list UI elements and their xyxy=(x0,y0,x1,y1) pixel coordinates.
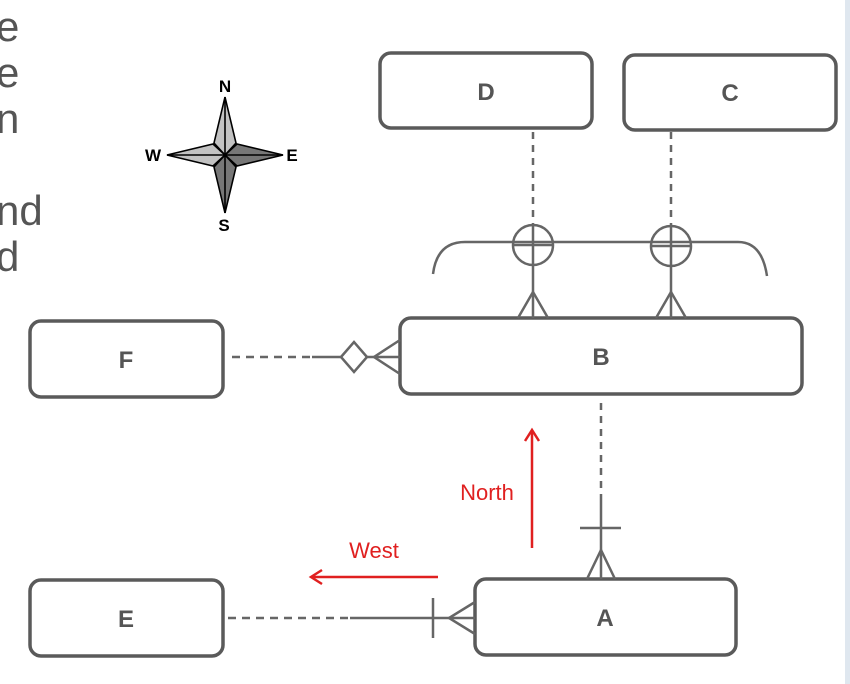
side-text-line: n xyxy=(0,95,20,142)
entity-c[interactable]: C xyxy=(622,53,838,132)
entity-f[interactable]: F xyxy=(28,319,225,399)
side-text-line: e xyxy=(0,49,20,96)
compass-rose: N S W E xyxy=(145,77,298,235)
relationship-f-b xyxy=(232,338,401,376)
relationship-c-b xyxy=(649,132,693,319)
side-text-line: e xyxy=(0,3,20,50)
west-annotation: West xyxy=(308,538,438,586)
compass-star-icon xyxy=(166,96,284,214)
entity-a[interactable]: A xyxy=(473,577,738,657)
entity-d[interactable]: D xyxy=(378,51,594,130)
clipped-side-text: e e n nd d xyxy=(0,4,43,280)
north-label: North xyxy=(460,480,514,505)
north-annotation: North xyxy=(460,427,541,548)
relationship-b-a xyxy=(580,403,621,580)
entity-f-label: F xyxy=(119,347,134,374)
entity-b[interactable]: B xyxy=(398,316,804,396)
side-text-line: d xyxy=(0,233,20,280)
entity-a-label: A xyxy=(596,605,613,632)
entity-e-label: E xyxy=(118,606,134,633)
relationship-d-b xyxy=(511,132,555,319)
north-arrow-icon xyxy=(523,427,541,548)
west-arrow-icon xyxy=(308,568,438,586)
west-label: West xyxy=(349,538,399,563)
page-edge xyxy=(845,0,850,684)
entity-e[interactable]: E xyxy=(28,578,225,658)
side-text-line: nd xyxy=(0,187,43,234)
compass-south-label: S xyxy=(218,216,229,235)
relationship-e-a xyxy=(228,598,476,638)
entity-b-label: B xyxy=(592,344,609,371)
compass-east-label: E xyxy=(286,146,297,165)
compass-north-label: N xyxy=(219,77,231,96)
entity-c-label: C xyxy=(721,80,738,107)
exclusive-arc xyxy=(431,240,769,277)
entity-d-label: D xyxy=(477,79,494,106)
compass-west-label: W xyxy=(145,146,162,165)
